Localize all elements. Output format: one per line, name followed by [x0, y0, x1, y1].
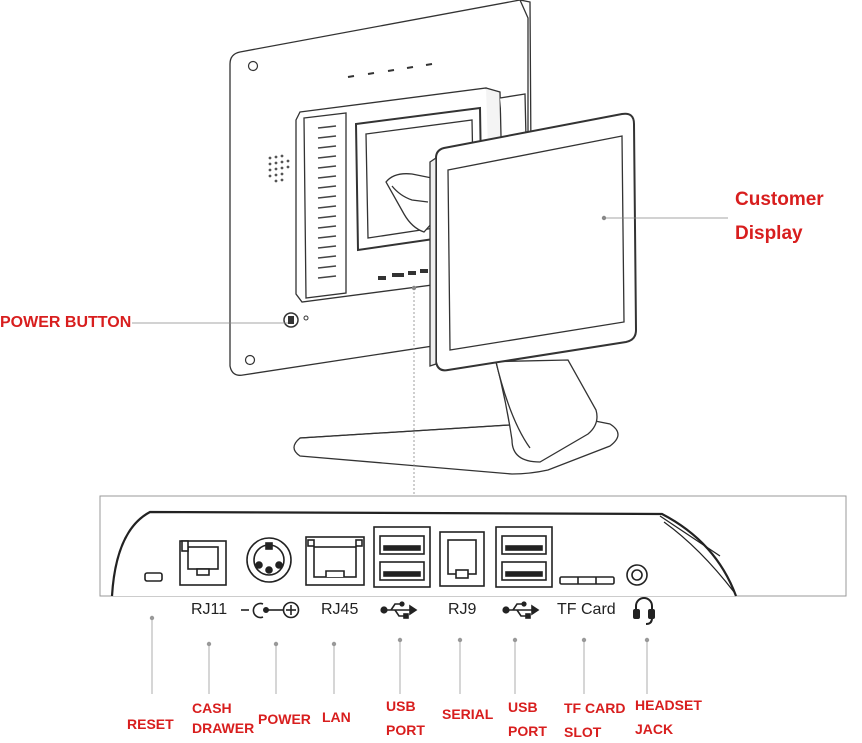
power-callout: POWER: [258, 711, 311, 727]
port-callout-dots: [149, 615, 650, 647]
rear-port-marks: [378, 269, 428, 280]
headset-jack: [626, 564, 648, 586]
screw-hole-top-left: [247, 60, 259, 72]
customer-display: [429, 112, 638, 372]
lan-callout: LAN: [322, 709, 351, 725]
tf-card-slot-callout: TF CARD SLOT: [564, 698, 625, 742]
leader-lines: [132, 217, 728, 498]
headset-jack-line1: HEADSET: [635, 697, 702, 713]
usb-port-2: [495, 526, 553, 588]
customer-display-marker: [601, 215, 607, 221]
rj9-port: [439, 531, 485, 587]
rj45-port: [305, 536, 365, 586]
side-vent-slots: [317, 125, 337, 279]
usb-port-2-callout: USB PORT: [508, 697, 547, 741]
usb-icon: [380, 601, 418, 619]
cash-drawer-line1: CASH: [192, 700, 232, 716]
power-button-callout: POWER BUTTON: [0, 314, 132, 331]
usb-port-1-line1: USB: [386, 698, 416, 714]
speaker-grille: [268, 154, 290, 183]
display-arm: [385, 173, 441, 233]
customer-display-line1: Customer: [735, 189, 824, 210]
port-callout-lines: [151, 618, 648, 694]
usb-icon: [502, 601, 540, 619]
rj45-label: RJ45: [321, 601, 359, 618]
usb-port-1-line2: PORT: [386, 722, 425, 738]
usb-port-1: [373, 526, 431, 588]
power-button: [283, 312, 309, 328]
headset-jack-callout: HEADSET JACK: [635, 695, 702, 739]
tf-card-label: TF Card: [557, 601, 616, 618]
stand-base: [293, 359, 619, 475]
screw-hole-bottom-left: [244, 354, 256, 366]
tf-card-slot-line2: SLOT: [564, 724, 602, 740]
rj11-port: [179, 540, 227, 586]
customer-display-callout: Customer Display: [735, 183, 824, 251]
usb-port-2-line2: PORT: [508, 723, 547, 739]
reset-hole: [144, 572, 163, 582]
usb-port-2-line1: USB: [508, 699, 538, 715]
rj9-label: RJ9: [448, 601, 477, 618]
tf-card-slot-line1: TF CARD: [564, 700, 626, 716]
cash-drawer-line2: DRAWER: [192, 720, 255, 736]
headset-jack-line2: JACK: [635, 721, 674, 737]
reset-callout: RESET: [127, 716, 174, 732]
rear-port-marker: [411, 285, 417, 291]
tf-card-slot: [559, 576, 615, 585]
usb-port-1-callout: USB PORT: [386, 696, 425, 740]
rj11-label: RJ11: [191, 601, 228, 618]
cash-drawer-callout: CASH DRAWER: [192, 698, 254, 738]
top-vent-slots: [347, 63, 433, 78]
headset-icon: [633, 597, 655, 625]
dc-power-port: [246, 537, 292, 583]
customer-display-line2: Display: [735, 223, 803, 244]
dc-power-polarity-icon: [241, 601, 300, 619]
serial-callout: SERIAL: [442, 706, 494, 722]
